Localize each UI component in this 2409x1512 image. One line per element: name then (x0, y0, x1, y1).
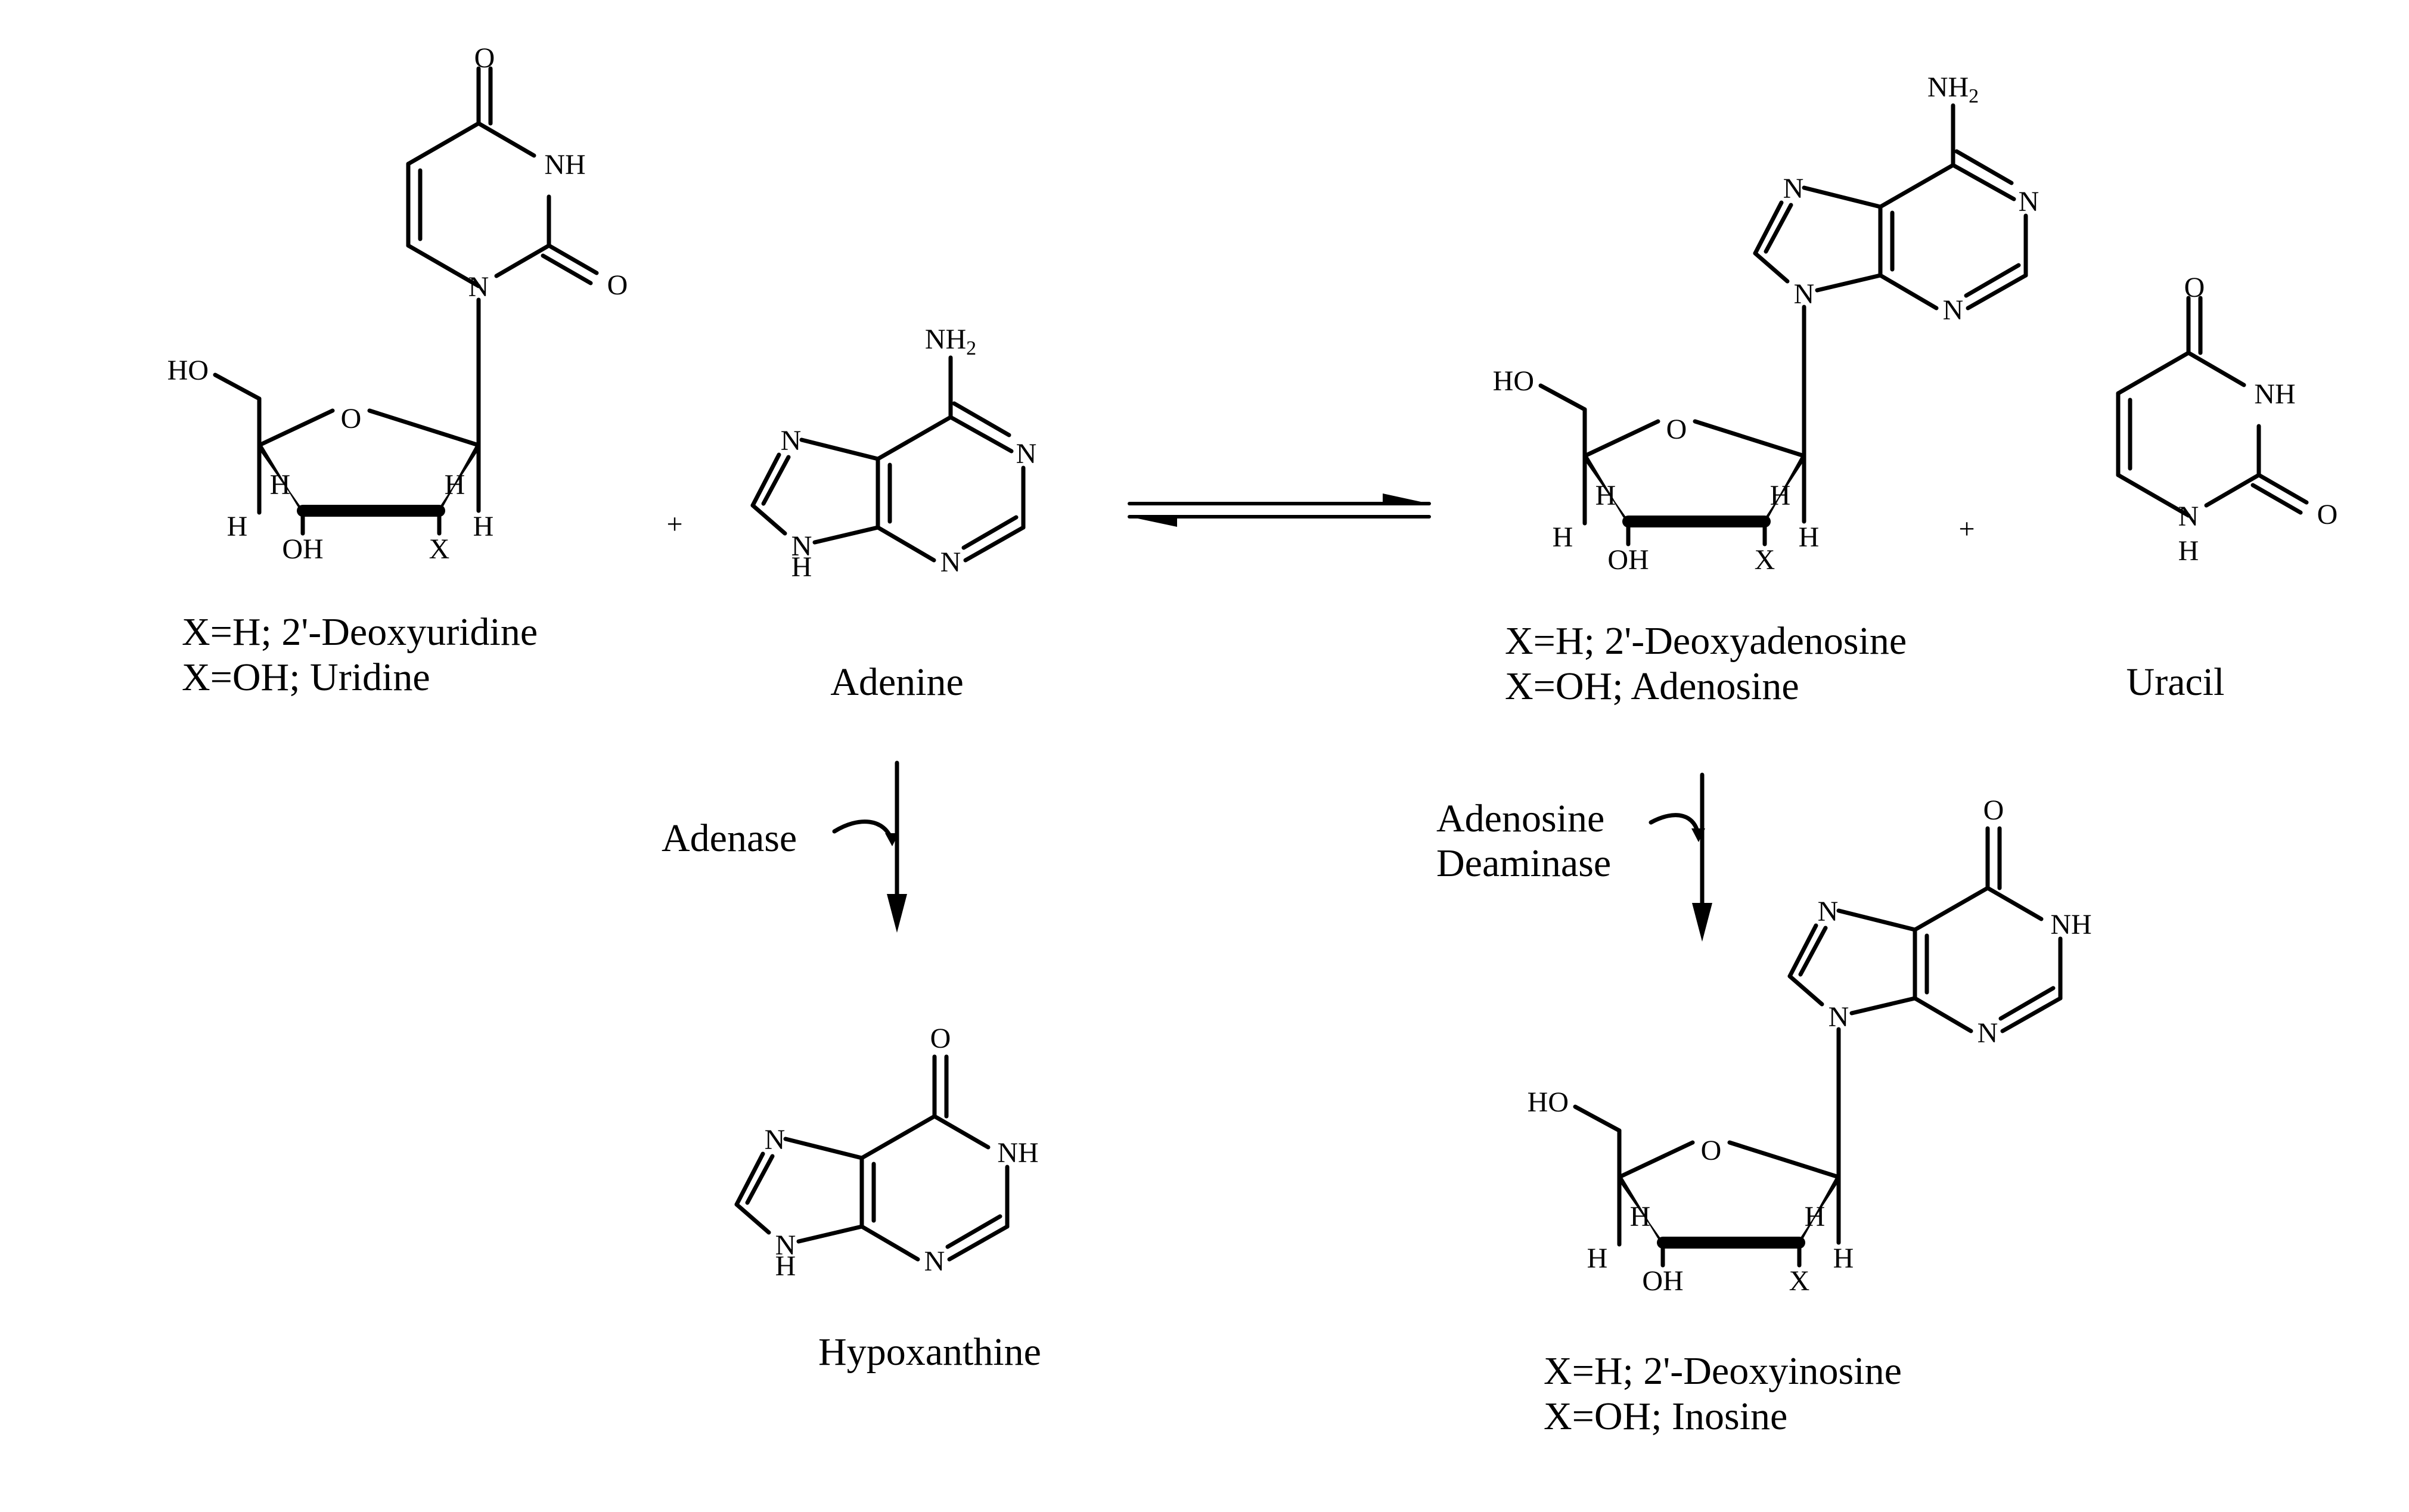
uracil-label: Uracil (2126, 660, 2225, 704)
uridine-label: X=OH; Uridine (182, 656, 430, 699)
adenase-label: Adenase (662, 816, 797, 860)
inosine-structure (1528, 794, 2092, 1297)
uracil-structure: H (2118, 272, 2337, 567)
imidazole-h-label: H (791, 551, 812, 583)
deoxyinosine-label: X=H; 2'-Deoxyinosine (1544, 1349, 1902, 1393)
uridine-structure (167, 42, 628, 565)
adenosine-deaminase-label-line1: Adenosine (1436, 797, 1604, 840)
adenosine-structure (1493, 72, 2039, 576)
hypoxanthine-structure: H (737, 1023, 1039, 1282)
hypoxanthine-label: Hypoxanthine (818, 1330, 1041, 1374)
adenosine-deaminase-arrow (1649, 772, 1712, 942)
adenosine-label: X=OH; Adenosine (1505, 665, 1799, 708)
adenase-arrow (832, 760, 907, 933)
imidazole-nh-label: N (791, 530, 812, 562)
imidazole-h-label: H (775, 1250, 796, 1282)
equilibrium-arrows (1128, 493, 1431, 527)
inosine-label: X=OH; Inosine (1544, 1395, 1787, 1438)
plus-sign: + (666, 508, 682, 540)
plus-sign: + (1958, 513, 1975, 545)
adenosine-deaminase-label-line2: Deaminase (1436, 842, 1611, 885)
deoxyuridine-label: X=H; 2'-Deoxyuridine (182, 610, 538, 654)
adenine-label: Adenine (830, 660, 964, 704)
imide-h-label: H (2178, 535, 2199, 567)
deoxyadenosine-label: X=H; 2'-Deoxyadenosine (1505, 619, 1907, 663)
adenine-structure: N H (753, 324, 1036, 583)
